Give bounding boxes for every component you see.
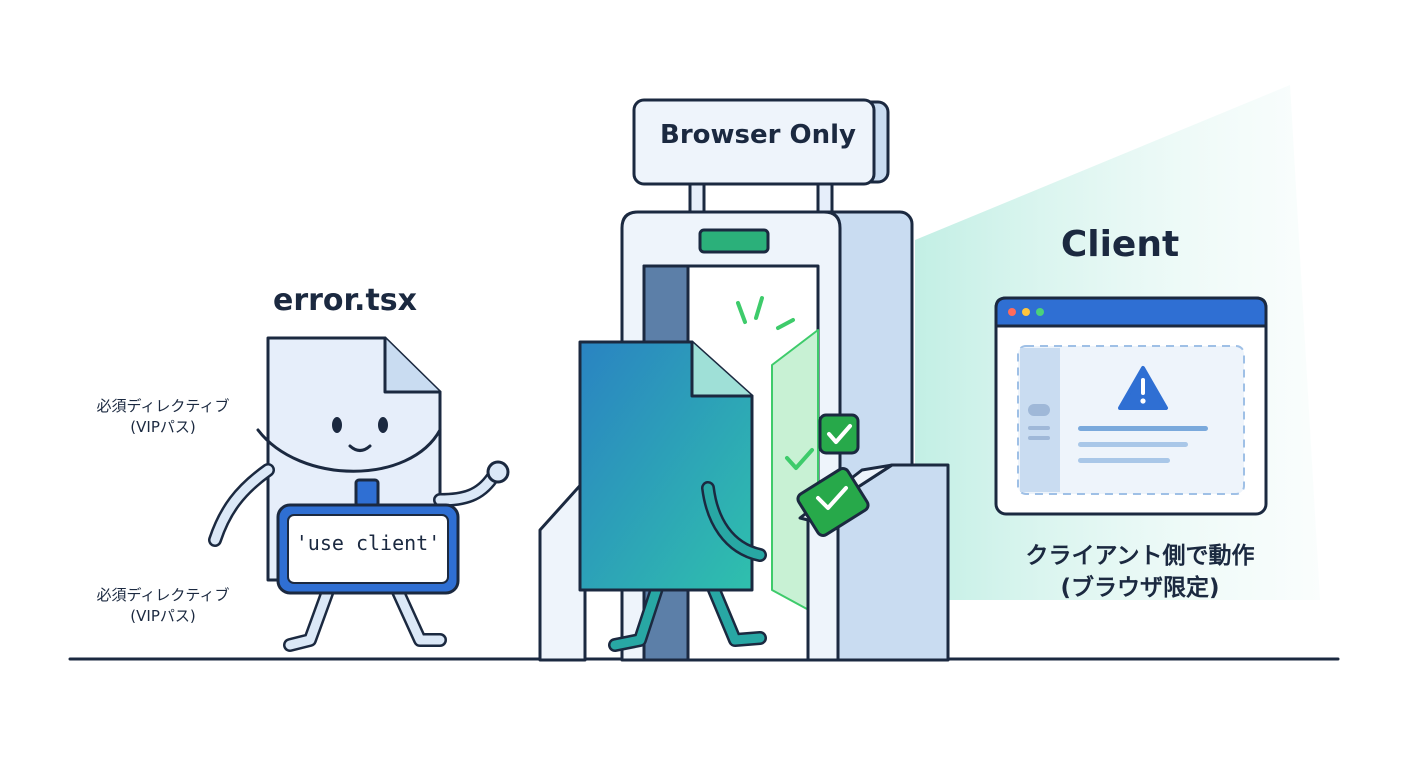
client-title: Client bbox=[1060, 224, 1180, 265]
directive-note-bottom-line2: (VIPパス) bbox=[130, 607, 196, 625]
directive-note-bottom: 必須ディレクティブ (VIPパス) bbox=[48, 585, 278, 627]
gate-sign-label: Browser Only bbox=[660, 120, 856, 150]
spark-lines bbox=[736, 296, 795, 330]
badge-icon bbox=[276, 503, 460, 595]
client-description-line1: クライアント側で動作 bbox=[1025, 543, 1255, 569]
passing-document-icon bbox=[578, 340, 767, 652]
warning-icon bbox=[1118, 366, 1168, 410]
directive-note-top-line2: (VIPパス) bbox=[130, 418, 196, 436]
directive-note-bottom-line1: 必須ディレクティブ bbox=[96, 586, 230, 604]
file-name-label: error.tsx bbox=[272, 283, 417, 318]
client-description: クライアント側で動作 (ブラウザ限定) bbox=[990, 540, 1290, 604]
check-icon bbox=[785, 413, 860, 510]
client-description-line2: (ブラウザ限定) bbox=[1060, 575, 1220, 601]
directive-note-top-line1: 必須ディレクティブ bbox=[96, 397, 230, 415]
badge-label: 'use client' bbox=[295, 531, 441, 555]
directive-note-top: 必須ディレクティブ (VIPパス) bbox=[48, 396, 278, 438]
